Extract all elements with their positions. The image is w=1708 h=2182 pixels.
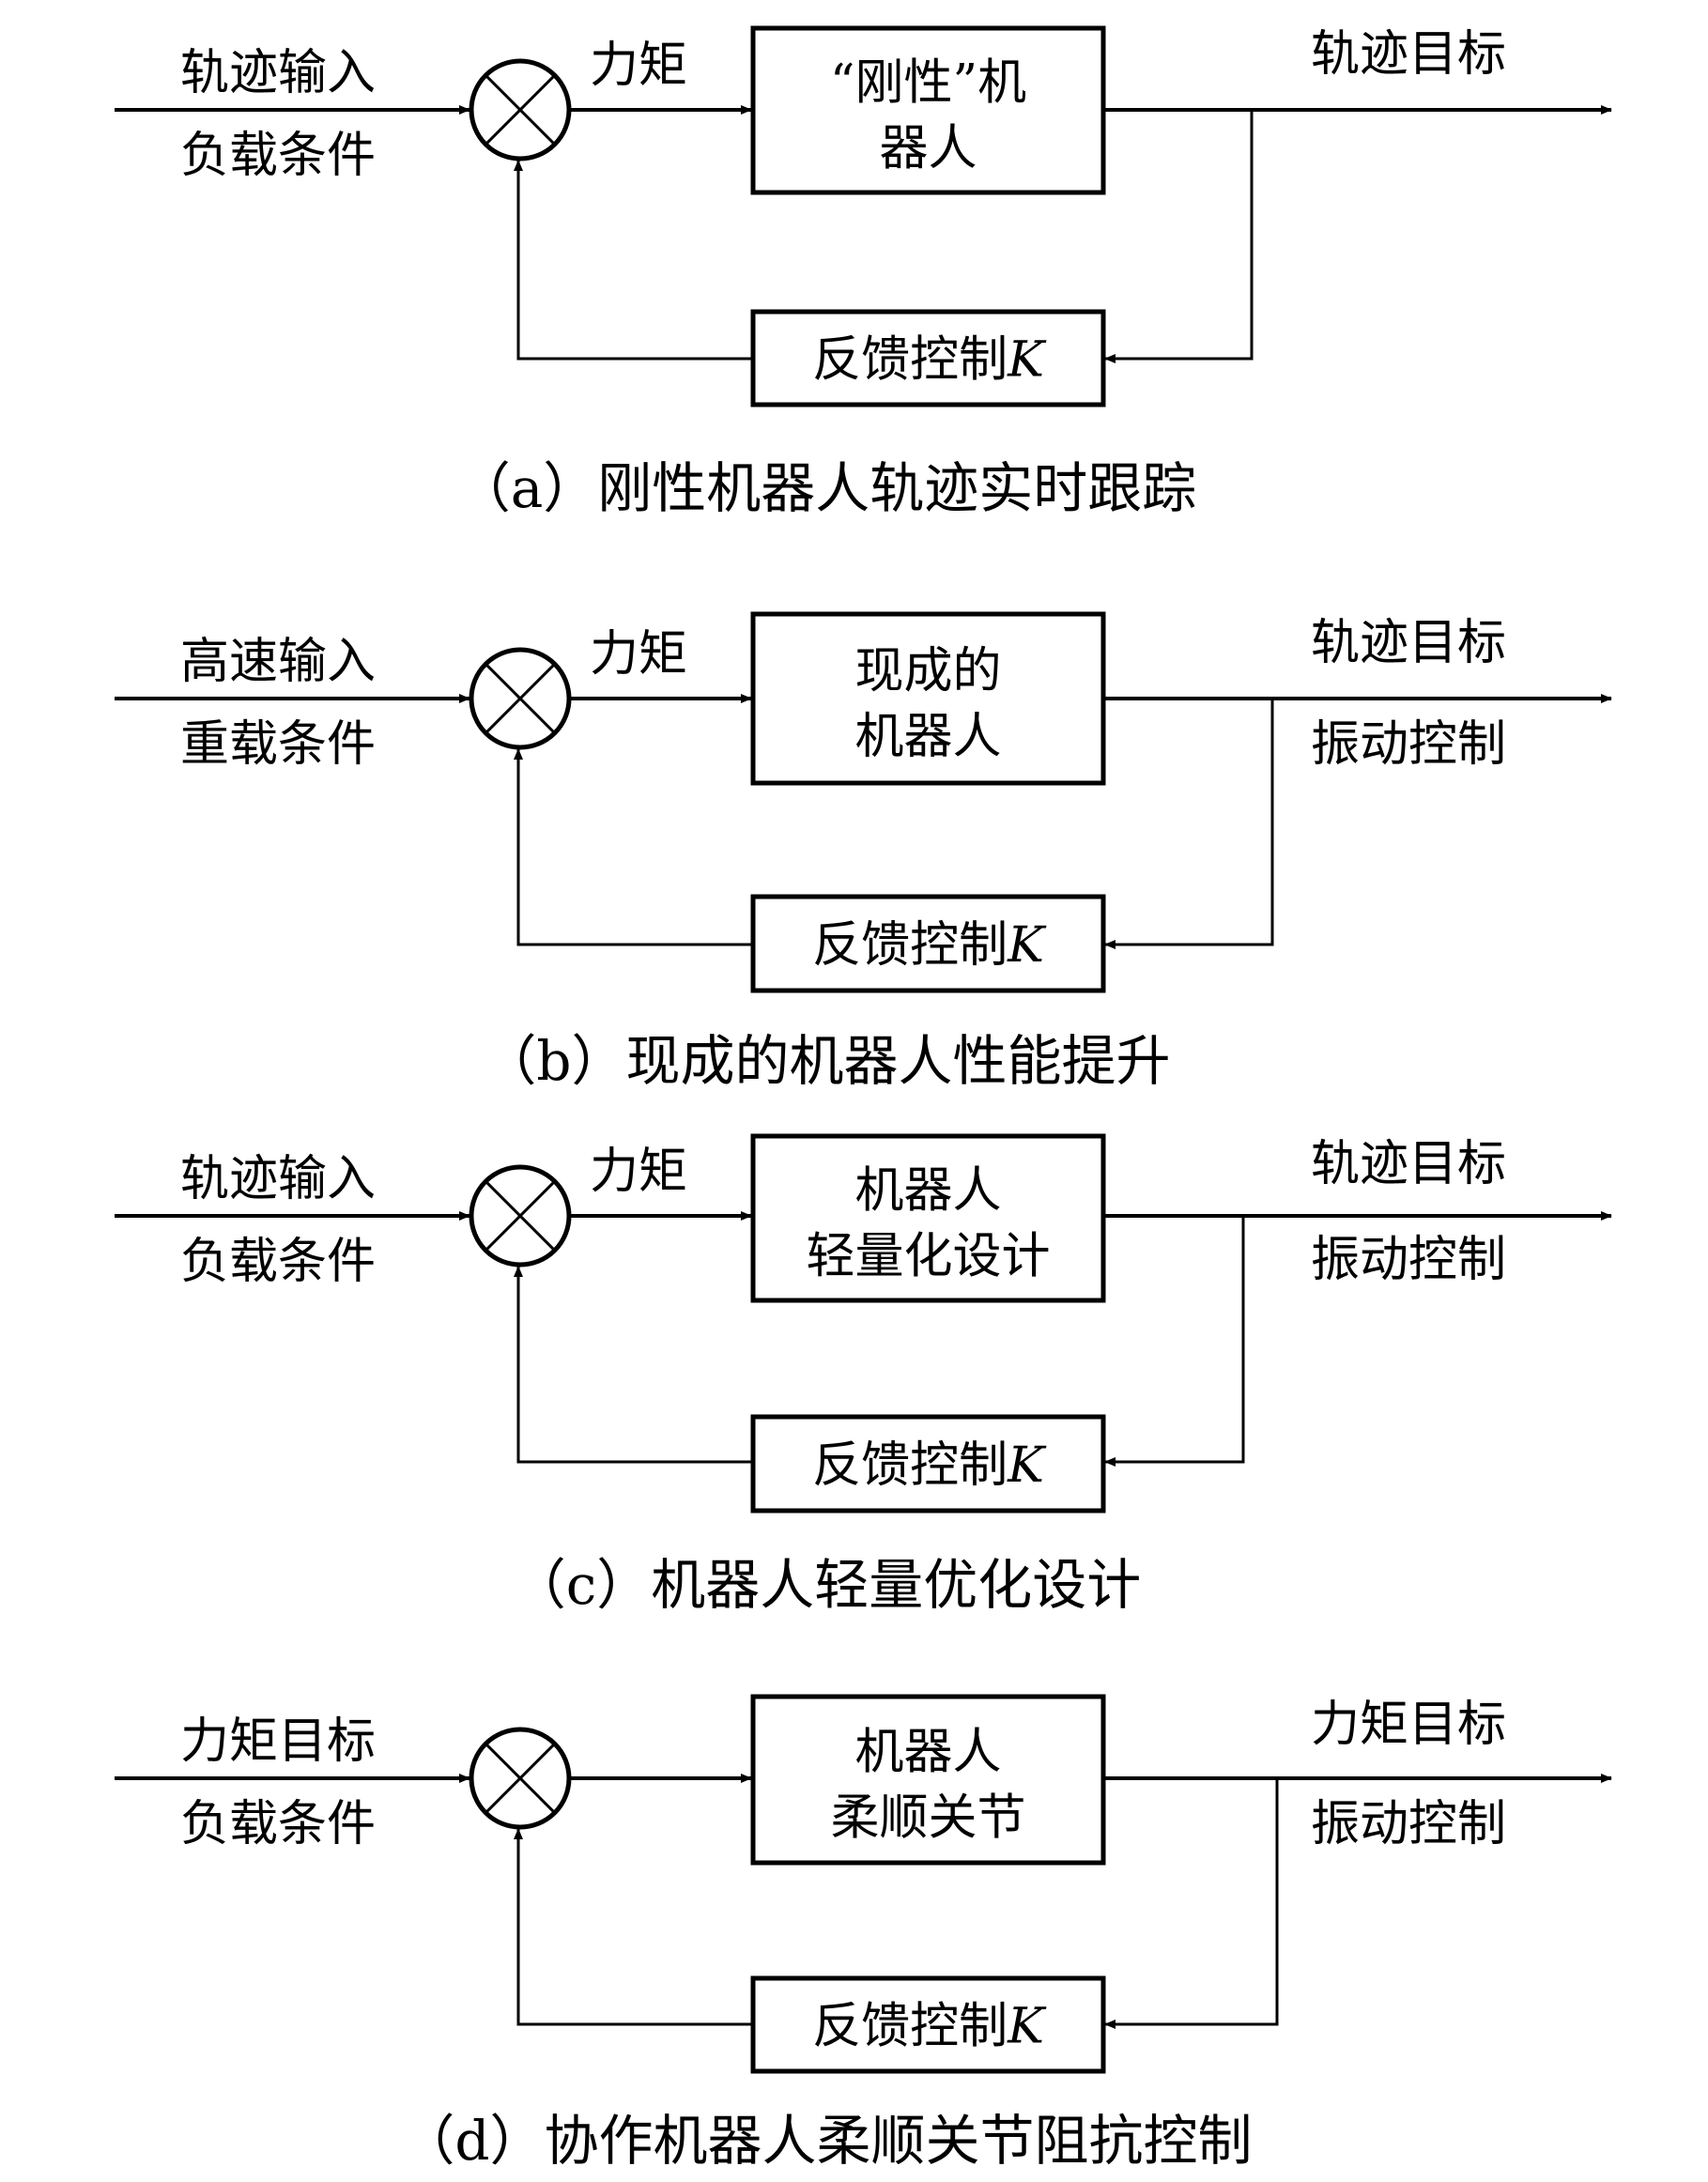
output-label-1: 轨迹目标 (1311, 26, 1506, 83)
feedback-block (750, 1414, 1106, 1514)
feedback-label: 反馈控制K (812, 1999, 1047, 2055)
feedback-label-text: 反馈控制 (812, 332, 1008, 389)
plant-label-line-2: 机器人 (854, 709, 1001, 765)
input-label-2: 重载条件 (180, 716, 376, 773)
feedback-label: 反馈控制K (812, 332, 1047, 389)
input-label-2: 负载条件 (180, 1234, 376, 1290)
feedback-label-text: 反馈控制 (812, 1437, 1008, 1494)
plant-label-line-1: 现成的 (854, 643, 1001, 699)
torque-label: 力矩 (590, 38, 687, 94)
input-label-1: 轨迹输入 (180, 1151, 376, 1207)
input-label-1: 高速输入 (180, 634, 376, 690)
output-label-2: 振动控制 (1311, 716, 1506, 773)
plant-label-line-1: “刚性”机 (830, 55, 1026, 112)
plant-block (750, 25, 1106, 195)
feedback-branch-line (1104, 1216, 1245, 1467)
plant-block (750, 611, 1106, 786)
feedback-return-line (514, 160, 753, 361)
feedback-gain-symbol: K (1007, 1437, 1047, 1494)
feedback-return-line (514, 1828, 753, 2026)
plant-label-line-2: 柔顺关节 (830, 1790, 1025, 1847)
feedback-label-text: 反馈控制 (812, 1999, 1008, 2055)
feedback-gain-symbol: K (1007, 917, 1047, 974)
feedback-label: 反馈控制K (812, 917, 1047, 974)
feedback-label-text: 反馈控制 (812, 917, 1008, 974)
feedback-branch-line (1104, 699, 1274, 949)
panel-caption: （c）机器人轻量优化设计 (512, 1553, 1142, 1617)
summing-junction-icon (469, 1727, 572, 1830)
input-label-2: 负载条件 (180, 128, 376, 184)
input-label-1: 轨迹输入 (180, 45, 376, 101)
plant-label-line-1: 机器人 (854, 1725, 1001, 1781)
panel-caption: （b）现成的机器人性能提升 (482, 1029, 1170, 1093)
summing-junction-icon (469, 1164, 572, 1268)
feedback-return-line (514, 748, 753, 946)
plant-block (750, 1133, 1106, 1303)
panel-caption: （a）刚性机器人轨迹实时跟踪 (456, 456, 1197, 520)
plant-block (750, 1694, 1106, 1866)
cross-line-2 (485, 1180, 556, 1252)
feedback-block (750, 309, 1106, 407)
panel-caption: （d）协作机器人柔顺关节阻抗控制 (400, 2109, 1252, 2173)
plant-label-line-1: 机器人 (854, 1163, 1001, 1220)
plant-label-line-2: 轻量化设计 (806, 1229, 1050, 1285)
cross-line-2 (485, 1743, 556, 1814)
summing-junction-icon (469, 58, 572, 161)
output-label-2: 振动控制 (1311, 1232, 1506, 1288)
feedback-block (750, 894, 1106, 993)
input-label-2: 负载条件 (180, 1796, 376, 1852)
cross-line-2 (485, 663, 556, 734)
feedback-block (750, 1975, 1106, 2074)
feedback-gain-symbol: K (1007, 1999, 1047, 2055)
summing-junction-icon (469, 647, 572, 750)
feedback-label: 反馈控制K (812, 1437, 1047, 1494)
feedback-return-line (514, 1266, 753, 1464)
input-label-1: 力矩目标 (180, 1713, 376, 1770)
feedback-gain-symbol: K (1007, 332, 1047, 389)
cross-line-2 (485, 74, 556, 146)
torque-label: 力矩 (590, 1144, 687, 1200)
output-label-2: 振动控制 (1311, 1796, 1506, 1852)
plant-label-line-2: 器人 (879, 121, 977, 177)
feedback-branch-line (1104, 110, 1254, 363)
output-label-1: 轨迹目标 (1311, 615, 1506, 671)
feedback-branch-line (1104, 1778, 1279, 2029)
torque-label: 力矩 (590, 626, 687, 683)
output-label-1: 轨迹目标 (1311, 1136, 1506, 1192)
output-label-1: 力矩目标 (1311, 1697, 1506, 1753)
